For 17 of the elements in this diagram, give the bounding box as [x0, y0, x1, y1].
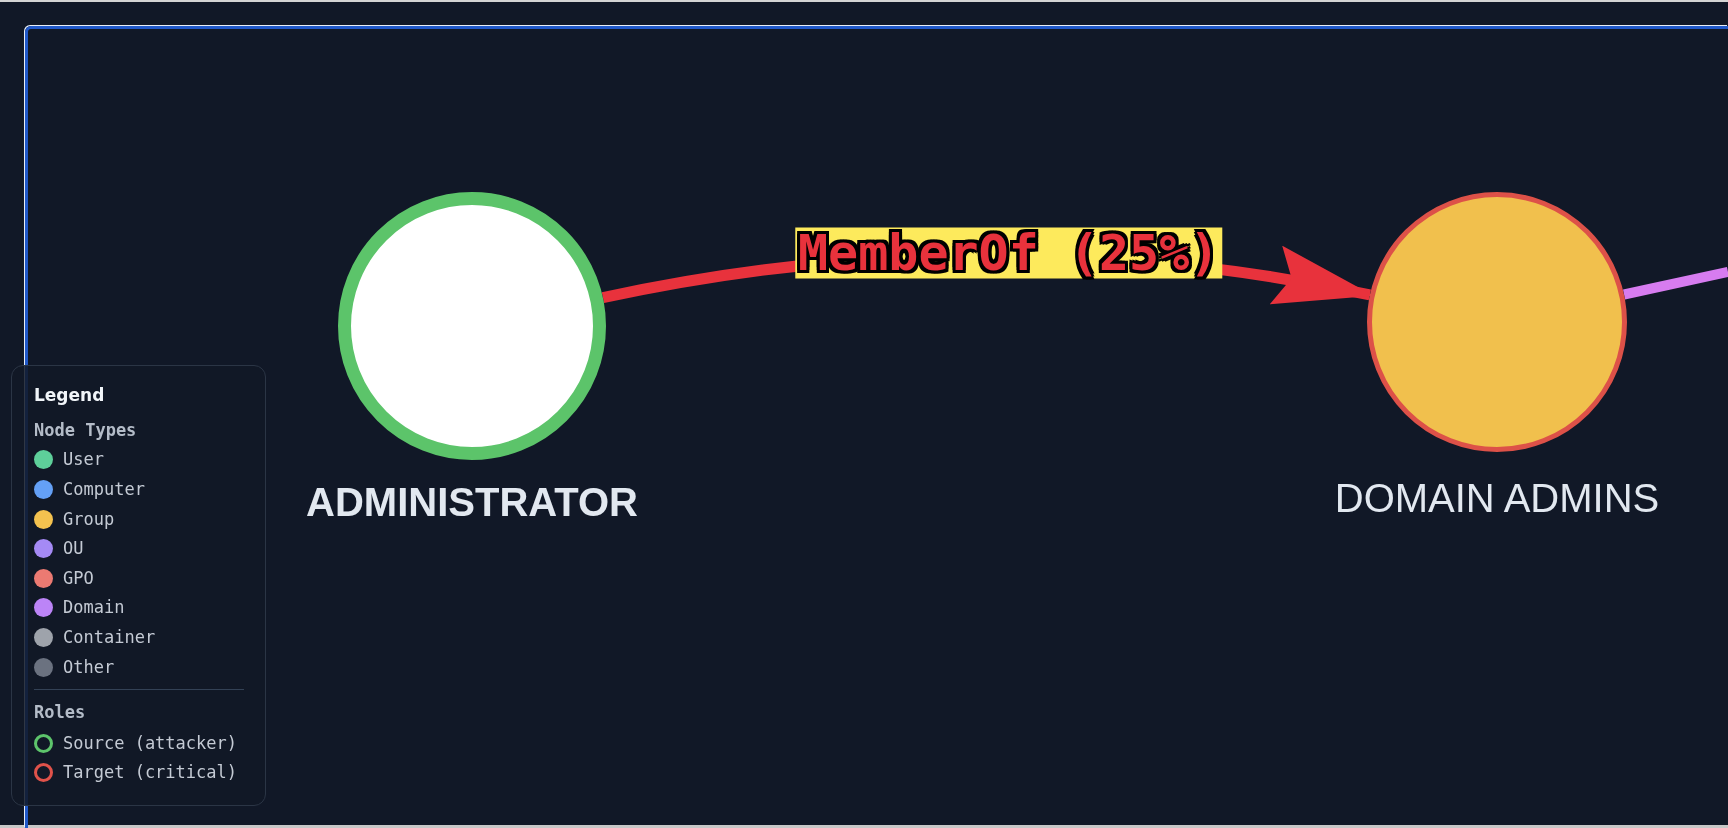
legend-label: Group [63, 508, 115, 530]
legend-label: Domain [63, 596, 125, 618]
legend-label: OU [63, 537, 84, 559]
legend-heading: Node Types [34, 419, 137, 441]
node-label: DOMAIN ADMINS [1334, 475, 1660, 521]
node-label: ADMINISTRATOR [306, 479, 638, 525]
legend-heading: Roles [34, 701, 86, 723]
legend-label: User [63, 448, 104, 470]
legend-label: Other [63, 656, 115, 678]
legend-label: GPO [63, 567, 94, 589]
edge-label: MemberOf (25%) [794, 227, 1223, 279]
legend-label: Container [63, 626, 156, 648]
legend-title: Legend [34, 384, 105, 406]
legend-label: Source (attacker) [63, 732, 237, 754]
legend-label: Computer [63, 478, 145, 500]
connector-line [1623, 267, 1728, 300]
legend-label: Target (critical) [63, 761, 237, 783]
